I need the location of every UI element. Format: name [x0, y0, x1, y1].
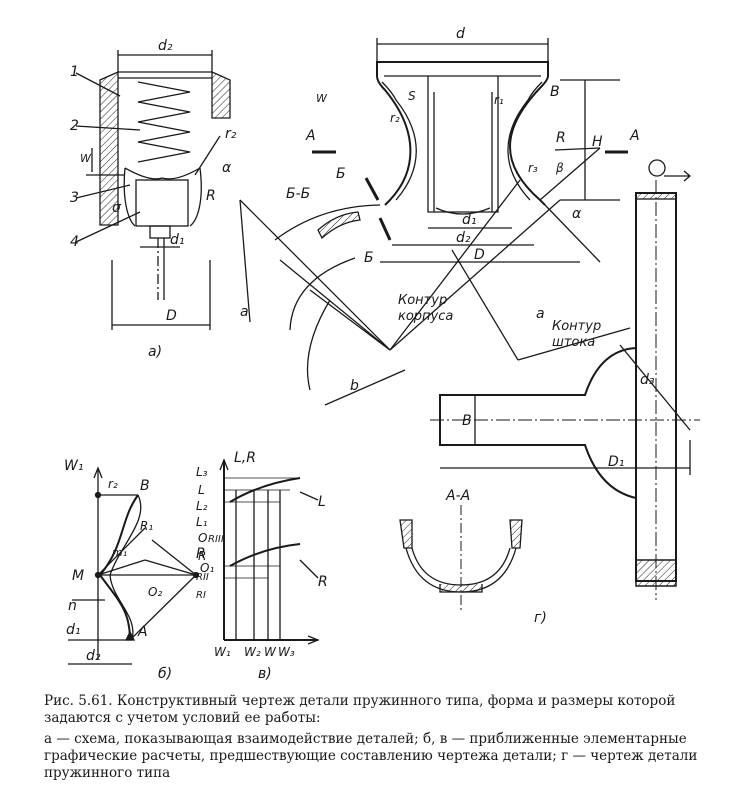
label-section-AA: A-A — [445, 488, 470, 504]
label-main-B: B — [550, 84, 560, 100]
label-v-L1: L₁ — [196, 515, 208, 529]
label-main-beta: β — [555, 161, 564, 175]
label-main-A-right: A — [629, 128, 640, 144]
label-main-r1: r₁ — [494, 93, 504, 107]
label-main-R: R — [556, 130, 566, 146]
label-b-r2: r₂ — [108, 477, 118, 491]
panel-label-b: б) — [158, 666, 172, 682]
label-contour-body-1: Контур — [398, 293, 447, 308]
label-v-RIII: RIII — [208, 534, 224, 545]
label-b-O2: O₂ — [148, 585, 162, 599]
label-v-W1: W₁ — [214, 645, 231, 659]
label-g-D1: D₁ — [608, 454, 624, 470]
label-contour-rod-1: Контур — [552, 319, 601, 334]
label-main-b: b — [350, 378, 359, 394]
label-main-r3: r₃ — [528, 161, 538, 175]
label-g-B: B — [462, 413, 472, 429]
label-b-R1: R₁ — [140, 519, 153, 533]
panel-label-a: а) — [148, 344, 162, 360]
label-main-S: S — [408, 89, 416, 103]
label-main-a-right: a — [536, 306, 545, 322]
label-b-d2: d₂ — [86, 648, 101, 664]
label-a-2: 2 — [70, 118, 79, 134]
label-a-sigma: σ — [112, 200, 122, 216]
label-b-n: n — [68, 598, 77, 614]
label-a-alpha: α — [222, 160, 232, 176]
label-main-d: d — [456, 26, 465, 42]
panel-a-drawing — [75, 50, 231, 330]
label-v-RI: RI — [196, 590, 206, 601]
label-contour-rod-2: штока — [552, 335, 595, 350]
label-v-W2: W₂ — [244, 645, 261, 659]
panel-v-drawing — [219, 458, 320, 645]
label-a-R: R — [206, 188, 216, 204]
label-main-D: D — [474, 247, 485, 263]
label-main-r2: r₂ — [390, 111, 400, 125]
label-main-W: W — [316, 92, 328, 105]
label-a-d1: d₁ — [170, 232, 185, 248]
label-v-L: L — [198, 483, 205, 497]
label-v-O: O — [198, 531, 207, 545]
panel-g-drawing — [399, 159, 700, 610]
label-v-W: W — [264, 645, 277, 659]
label-b-O1: O₁ — [200, 561, 214, 575]
label-section-BB: Б-Б — [286, 186, 310, 202]
label-v-W3: W₃ — [278, 645, 295, 659]
label-v-RII: RII — [196, 572, 209, 583]
panel-b-drawing — [68, 466, 200, 665]
label-v-L-curve: L — [318, 494, 326, 510]
label-v-LR: L,R — [234, 450, 256, 466]
label-main-cut-top: Б — [336, 166, 346, 182]
label-a-3: 3 — [70, 190, 79, 206]
label-v-R-curve: R — [318, 574, 328, 590]
label-main-H: H — [592, 134, 603, 150]
panel-label-v: в) — [258, 666, 272, 682]
label-v-L2: L₂ — [196, 499, 208, 513]
panel-label-g: г) — [534, 610, 547, 626]
figure-caption-body: а — схема, показывающая взаимодействие д… — [44, 731, 698, 781]
label-main-d1: d₁ — [462, 212, 477, 228]
label-b-R: R — [196, 546, 206, 562]
label-main-d2: d₂ — [456, 230, 471, 246]
figure-caption-title: Рис. 5.61. Конструктивный чертеж детали … — [44, 693, 676, 726]
label-contour-body-2: корпуса — [398, 309, 453, 324]
label-v-L3: L₃ — [196, 465, 208, 479]
label-main-cut-bottom: Б — [364, 250, 374, 266]
label-main-A-left: A — [305, 128, 316, 144]
label-g-d3: d₃ — [640, 372, 655, 388]
label-v-R: R — [198, 549, 206, 563]
label-a-d2: d₂ — [158, 38, 173, 54]
main-part-drawing — [239, 38, 631, 406]
label-b-B: B — [140, 478, 150, 494]
label-a-4: 4 — [70, 234, 79, 250]
label-b-W1: W₁ — [64, 458, 83, 474]
label-b-m1: m₁ — [112, 546, 127, 559]
label-b-A: A — [137, 624, 148, 640]
label-a-W: W — [80, 152, 92, 165]
label-main-a-left: a — [240, 304, 249, 320]
label-a-D: D — [166, 308, 177, 324]
technical-drawing: d₂ 1 2 3 4 r₂ α R σ W d₁ D а) d S r₂ r₁ … — [64, 26, 700, 682]
label-a-1: 1 — [70, 64, 79, 80]
label-b-M: M — [72, 568, 84, 584]
label-main-alpha: α — [572, 206, 582, 222]
label-a-r2: r₂ — [225, 126, 237, 142]
label-b-d1: d₁ — [66, 622, 81, 638]
